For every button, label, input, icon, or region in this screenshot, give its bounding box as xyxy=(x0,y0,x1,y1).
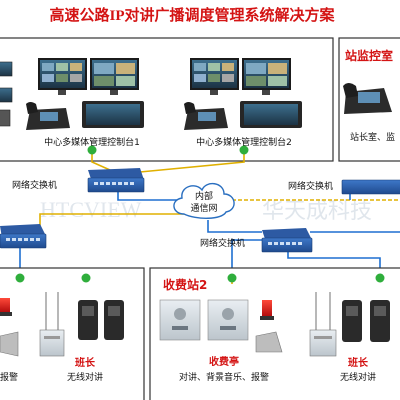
monitor-icon xyxy=(190,58,239,95)
cloud-line-2: 通信网 xyxy=(190,202,217,214)
ip-phone-icon xyxy=(26,102,70,130)
partial-console-left xyxy=(0,61,13,127)
ip-phone-icon xyxy=(184,102,228,130)
console-tablet-icon xyxy=(82,101,144,128)
top-panel-frame xyxy=(0,37,334,162)
cloud-icon xyxy=(173,183,235,219)
link-node xyxy=(81,273,91,283)
switch-right-lower xyxy=(261,228,313,253)
right-panel-caption: 站长室、监 xyxy=(350,131,395,143)
switch-lower-label: 网络交换机 xyxy=(200,237,245,249)
console-2: 中心多媒体管理控制台2 xyxy=(184,58,302,148)
console-1: 中心多媒体管理控制台1 xyxy=(26,58,144,148)
monitor-icon xyxy=(38,58,87,95)
console-2-label: 中心多媒体管理控制台2 xyxy=(196,136,292,148)
watermark-chinese: 华天成科技 xyxy=(262,199,372,224)
station2-booth-caption: 对讲、背景音乐、报警 xyxy=(179,371,269,383)
siren-icon xyxy=(260,300,274,320)
ip-phone-icon xyxy=(343,83,392,114)
left-station-caption: 报警 xyxy=(0,371,18,383)
right-panel-title: 站监控室 xyxy=(345,48,393,63)
monitor-icon xyxy=(242,58,291,95)
switch-right-label: 网络交换机 xyxy=(288,180,333,192)
horn-speaker-icon xyxy=(0,331,19,357)
station2-leader: 班长 xyxy=(348,356,369,369)
switch-center-label: 网络交换机 xyxy=(12,179,57,191)
cloud-line-1: 内部 xyxy=(195,190,213,202)
left-station-radio-label: 无线对讲 xyxy=(67,371,103,383)
switch-center xyxy=(87,168,145,193)
right-panel-frame xyxy=(338,37,400,162)
console-1-label: 中心多媒体管理控制台1 xyxy=(44,136,140,148)
wireless-base-station-icon xyxy=(309,292,337,357)
radio-icon xyxy=(78,300,124,340)
left-station-frame xyxy=(0,267,145,400)
diagram-title: 高速公路IP对讲广播调度管理系统解决方案 xyxy=(49,6,335,24)
left-station-leader: 班长 xyxy=(75,356,96,369)
link-node xyxy=(15,273,25,283)
station2-frame xyxy=(149,267,400,400)
console-tablet-icon xyxy=(240,101,302,128)
link-node xyxy=(375,273,385,283)
switch-left-lower xyxy=(0,224,47,249)
station2-radio-label: 无线对讲 xyxy=(340,371,376,383)
link-node xyxy=(87,145,97,155)
intercom-panel-icon xyxy=(159,299,249,341)
siren-icon xyxy=(0,298,12,316)
station2-title: 收费站2 xyxy=(163,277,207,292)
switch-right xyxy=(341,179,400,195)
horn-speaker-icon xyxy=(255,331,283,353)
link-node xyxy=(227,273,237,283)
link-node xyxy=(239,145,249,155)
radio-icon xyxy=(342,300,390,342)
station2-booth-label: 收费亭 xyxy=(209,355,239,368)
monitor-icon xyxy=(90,58,139,95)
wireless-base-station-icon xyxy=(39,292,65,357)
watermark-latin: HTCVIEW xyxy=(40,197,142,222)
